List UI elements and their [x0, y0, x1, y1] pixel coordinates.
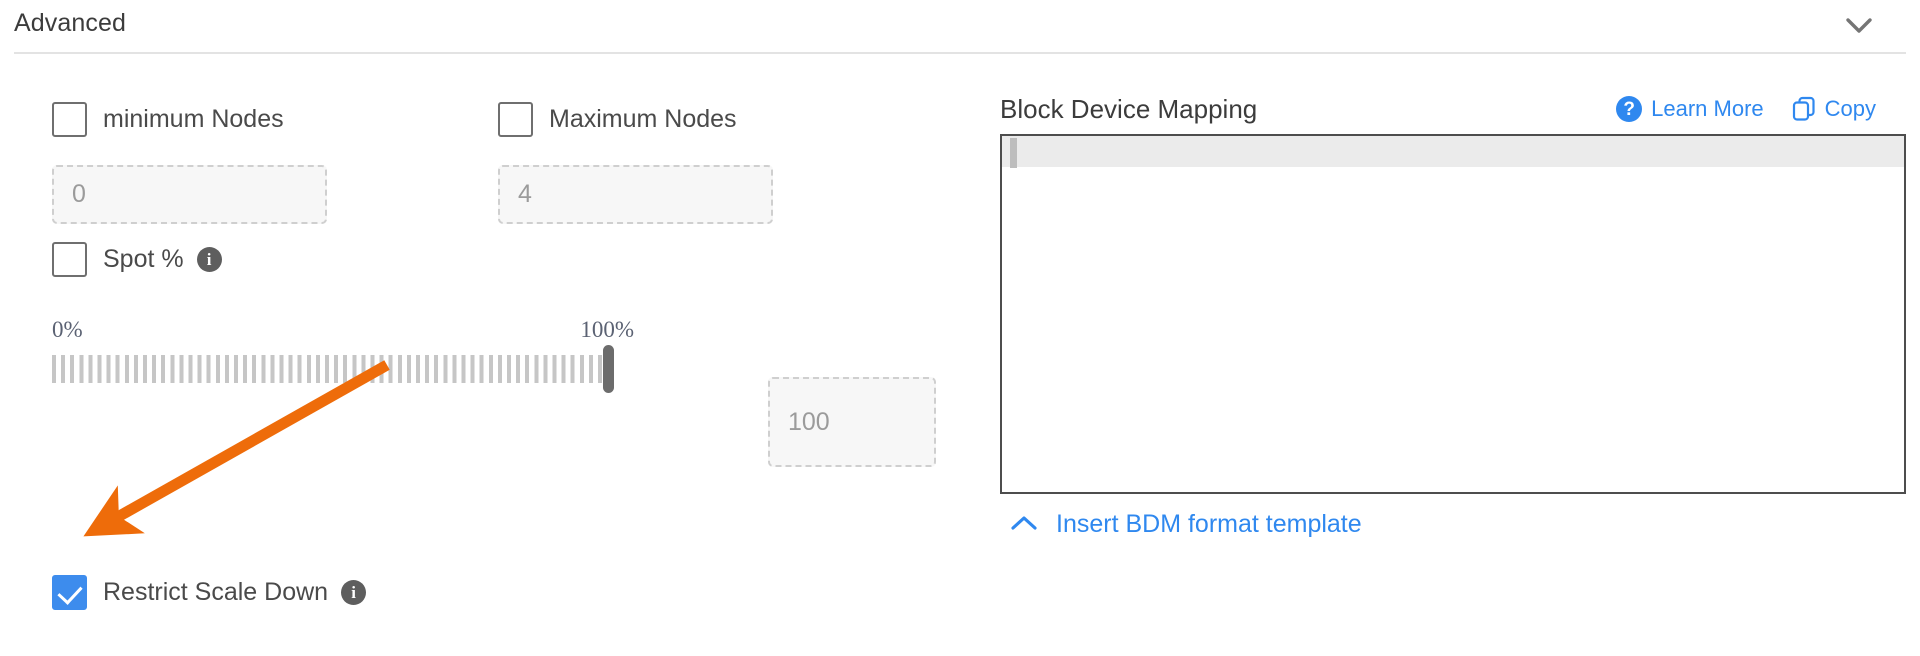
- help-circle-icon: ?: [1616, 96, 1643, 122]
- spot-percent-checkbox[interactable]: [52, 242, 87, 277]
- minimum-nodes-row: minimum Nodes: [52, 102, 284, 137]
- block-device-mapping-title: Block Device Mapping: [1000, 94, 1258, 124]
- insert-bdm-template-link[interactable]: Insert BDM format template: [1010, 510, 1362, 539]
- page-title: Advanced: [14, 9, 126, 37]
- maximum-nodes-row: Maximum Nodes: [498, 102, 737, 137]
- minimum-nodes-label: minimum Nodes: [103, 105, 284, 133]
- minimum-nodes-checkbox[interactable]: [52, 102, 87, 137]
- divider: [14, 52, 1906, 54]
- copy-link[interactable]: Copy: [1792, 96, 1876, 122]
- spot-percent-label: Spot %: [103, 245, 184, 273]
- restrict-scale-down-row: Restrict Scale Down i: [52, 575, 367, 610]
- learn-more-link[interactable]: ? Learn More: [1616, 96, 1764, 122]
- restrict-scale-down-label: Restrict Scale Down: [103, 578, 329, 606]
- chevron-down-icon[interactable]: [1842, 12, 1876, 38]
- slider-min-label: 0%: [52, 317, 83, 342]
- chevron-up-icon: [1010, 510, 1038, 539]
- restrict-scale-down-checkbox[interactable]: [52, 575, 87, 610]
- spot-percent-row: Spot % i: [52, 242, 222, 277]
- minimum-nodes-input[interactable]: [52, 165, 327, 224]
- copy-label: Copy: [1824, 96, 1876, 121]
- maximum-nodes-checkbox[interactable]: [498, 102, 533, 137]
- info-icon[interactable]: i: [196, 247, 222, 272]
- learn-more-label: Learn More: [1651, 96, 1764, 121]
- spot-percent-value-input[interactable]: [768, 377, 936, 467]
- bdm-actions: ? Learn More Copy: [1616, 96, 1876, 122]
- slider-thumb[interactable]: [603, 345, 614, 393]
- section-header[interactable]: Advanced: [0, 0, 1920, 52]
- right-column: Block Device Mapping ? Learn More Copy: [0, 52, 1920, 656]
- slider-max-label: 100%: [580, 317, 634, 342]
- bdm-editor-textarea[interactable]: [1022, 139, 1892, 489]
- maximum-nodes-label: Maximum Nodes: [549, 105, 737, 133]
- copy-icon: [1792, 96, 1816, 122]
- info-icon[interactable]: i: [341, 580, 367, 605]
- maximum-nodes-input[interactable]: [498, 165, 773, 224]
- editor-cursor-marker: [1010, 138, 1017, 168]
- bdm-code-editor[interactable]: [1000, 134, 1906, 494]
- insert-bdm-template-label: Insert BDM format template: [1056, 510, 1362, 538]
